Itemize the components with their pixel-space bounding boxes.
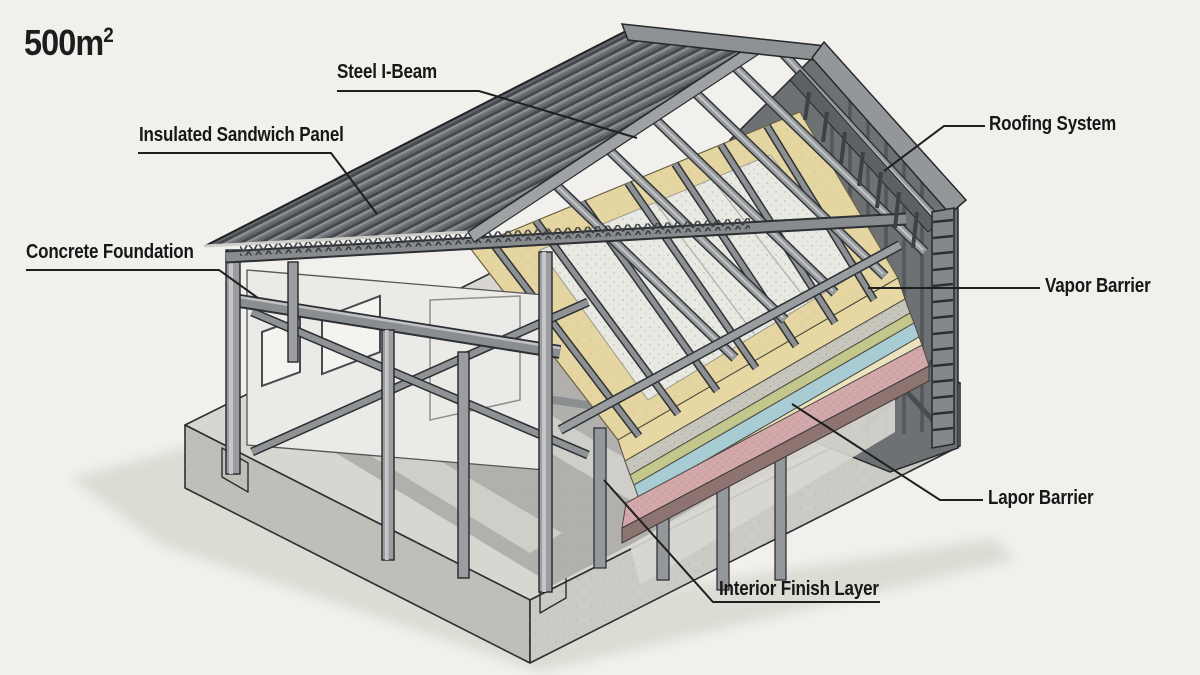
leader-lapor-barrier — [791, 403, 983, 501]
columns — [225, 249, 553, 593]
leader-interior-finish-layer — [603, 479, 880, 603]
area-label: 500m2 — [24, 22, 114, 63]
label-roofing-system: Roofing System — [989, 113, 1117, 135]
far-interior-wall — [630, 390, 895, 585]
gable-rake — [789, 40, 968, 449]
eave-joist-zigzag — [240, 218, 750, 256]
sandwich-layer-stack — [617, 277, 930, 544]
leader-steel-i-beam — [337, 90, 638, 139]
ladder-corner-column — [931, 207, 955, 449]
label-insulated-sandwich-panel: Insulated Sandwich Panel — [139, 124, 344, 146]
leader-insulated-sandwich-panel — [138, 152, 378, 215]
leader-roofing-system — [883, 125, 985, 172]
eave-beam — [225, 212, 907, 264]
leader-lines — [26, 90, 1040, 603]
label-interior-finish-layer: Interior Finish Layer — [719, 578, 879, 600]
label-vapor-barrier: Vapor Barrier — [1045, 275, 1151, 297]
under-stack-beam — [621, 365, 930, 544]
leader-concrete-foundation — [26, 269, 259, 299]
label-concrete-foundation: Concrete Foundation — [26, 241, 194, 263]
diagonal-braces — [250, 240, 903, 460]
steel-frame — [225, 212, 907, 593]
label-lapor-barrier: Lapor Barrier — [988, 487, 1094, 509]
label-steel-i-beam: Steel I-Beam — [337, 61, 438, 83]
eave-fascia — [204, 230, 469, 248]
